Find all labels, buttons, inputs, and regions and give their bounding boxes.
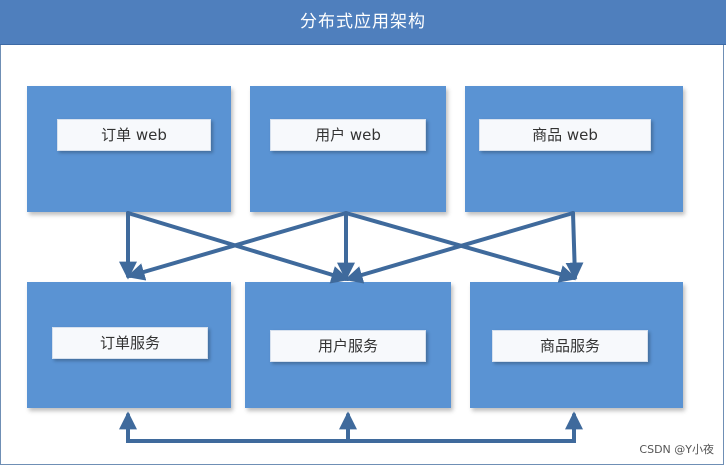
diagram-title: 分布式应用架构 xyxy=(0,0,726,45)
order-service-box: 订单服务 xyxy=(27,282,231,408)
user-service-label: 用户服务 xyxy=(270,330,426,362)
order-service-label: 订单服务 xyxy=(52,327,208,359)
watermark: CSDN @Y小夜 xyxy=(639,443,714,456)
product-service-label: 商品服务 xyxy=(492,330,648,362)
user-web-box: 用户 web xyxy=(250,86,446,212)
user-web-label: 用户 web xyxy=(270,119,426,151)
user-service-box: 用户服务 xyxy=(245,282,451,408)
order-web-label: 订单 web xyxy=(57,119,211,151)
order-web-box: 订单 web xyxy=(27,86,231,212)
product-web-box: 商品 web xyxy=(465,86,683,212)
product-service-box: 商品服务 xyxy=(470,282,683,408)
product-web-label: 商品 web xyxy=(479,119,651,151)
